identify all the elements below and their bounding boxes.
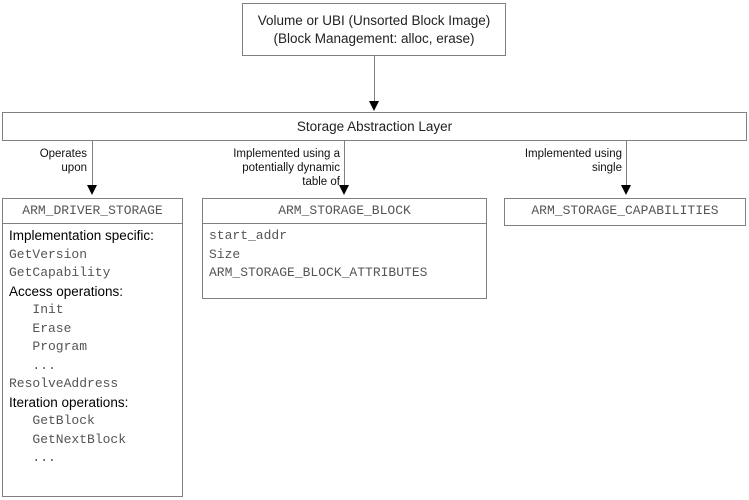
volume-ubi-box: Volume or UBI (Unsorted Block Image) (Bl…	[242, 3, 506, 56]
edge-label-implemented-table: Implemented using a potentially dynamic …	[233, 148, 340, 188]
class-member-row: Init	[9, 302, 64, 317]
class-member-row: GetBlock	[9, 413, 95, 428]
arrow-head-icon	[369, 101, 379, 111]
class-member-row: ...	[9, 357, 56, 373]
arm-driver-storage-header: ARM_DRIVER_STORAGE	[3, 199, 182, 224]
class-member-row: GetCapability	[9, 265, 111, 280]
connector-line	[344, 141, 345, 186]
class-member-row: Access operations:	[9, 283, 124, 299]
arrow-head-icon	[87, 185, 97, 195]
class-member-row: Size	[209, 246, 241, 262]
arm-storage-block-header: ARM_STORAGE_BLOCK	[203, 199, 486, 224]
volume-ubi-line-1: Volume or UBI (Unsorted Block Image)	[257, 12, 491, 28]
edge-label-operates-upon: Operates upon	[39, 148, 87, 174]
arm-driver-storage-box: ARM_DRIVER_STORAGE Implementation specif…	[2, 198, 183, 497]
class-member-row: GetNextBlock	[9, 431, 127, 447]
storage-abstraction-layer-title: Storage Abstraction Layer	[296, 118, 453, 134]
edge-label-implemented-single: Implemented using single	[524, 148, 622, 174]
class-member-row: start_addr	[209, 228, 288, 243]
class-member-row: ...	[9, 450, 56, 465]
class-member-row: Erase	[9, 320, 72, 336]
storage-abstraction-layer-box: Storage Abstraction Layer	[2, 112, 747, 141]
arrow-head-icon	[621, 185, 631, 195]
class-member-row: Implementation specific:	[9, 228, 154, 243]
class-member-row: Iteration operations:	[9, 394, 129, 410]
connector-line	[374, 56, 375, 102]
connector-line	[626, 141, 627, 186]
class-member-row: ResolveAddress	[9, 376, 119, 391]
connector-line	[92, 141, 93, 186]
arrow-head-icon	[339, 185, 349, 195]
class-member-row: ARM_STORAGE_BLOCK_ATTRIBUTES	[209, 265, 428, 280]
volume-ubi-line-2: (Block Management: alloc, erase)	[273, 30, 475, 46]
class-member-row: GetVersion	[9, 246, 88, 262]
class-member-row: Program	[9, 339, 88, 354]
arm-storage-capabilities-header: ARM_STORAGE_CAPABILITIES	[531, 203, 719, 218]
arm-storage-capabilities-box: ARM_STORAGE_CAPABILITIES	[504, 198, 746, 226]
